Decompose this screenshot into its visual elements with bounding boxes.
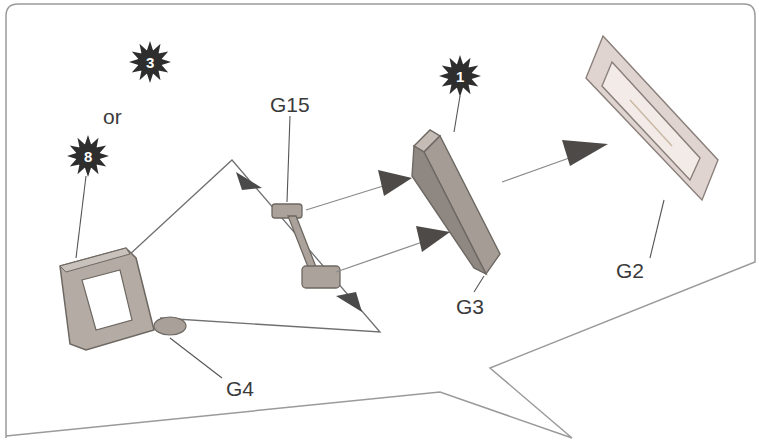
part-g15 bbox=[272, 204, 340, 288]
part-name: G15 bbox=[270, 94, 310, 115]
part-name: G4 bbox=[226, 378, 254, 399]
part-g2 bbox=[586, 36, 718, 200]
paint-symbol-core bbox=[138, 50, 162, 74]
part-name: G2 bbox=[616, 260, 644, 281]
guide-arrowheads bbox=[236, 172, 362, 312]
paint-number: 1 bbox=[456, 69, 464, 84]
assembly-arrows bbox=[306, 152, 586, 272]
paint-number: 3 bbox=[146, 55, 154, 70]
part-g4 bbox=[60, 248, 186, 350]
paint-number: 8 bbox=[84, 149, 92, 164]
paint-symbol-core bbox=[448, 64, 472, 88]
paint-symbol bbox=[67, 135, 109, 177]
leader-lines bbox=[76, 96, 664, 378]
part-name: G3 bbox=[456, 296, 484, 317]
part-g3 bbox=[412, 130, 500, 274]
paint-symbol bbox=[129, 41, 171, 83]
arrowheads bbox=[378, 140, 608, 252]
paint-symbol-core bbox=[76, 144, 100, 168]
fit-guide-lines bbox=[128, 160, 380, 332]
paint-symbols bbox=[67, 41, 481, 177]
callout-frame bbox=[6, 4, 755, 438]
note-text: or bbox=[103, 106, 122, 127]
paint-symbol bbox=[439, 55, 481, 97]
